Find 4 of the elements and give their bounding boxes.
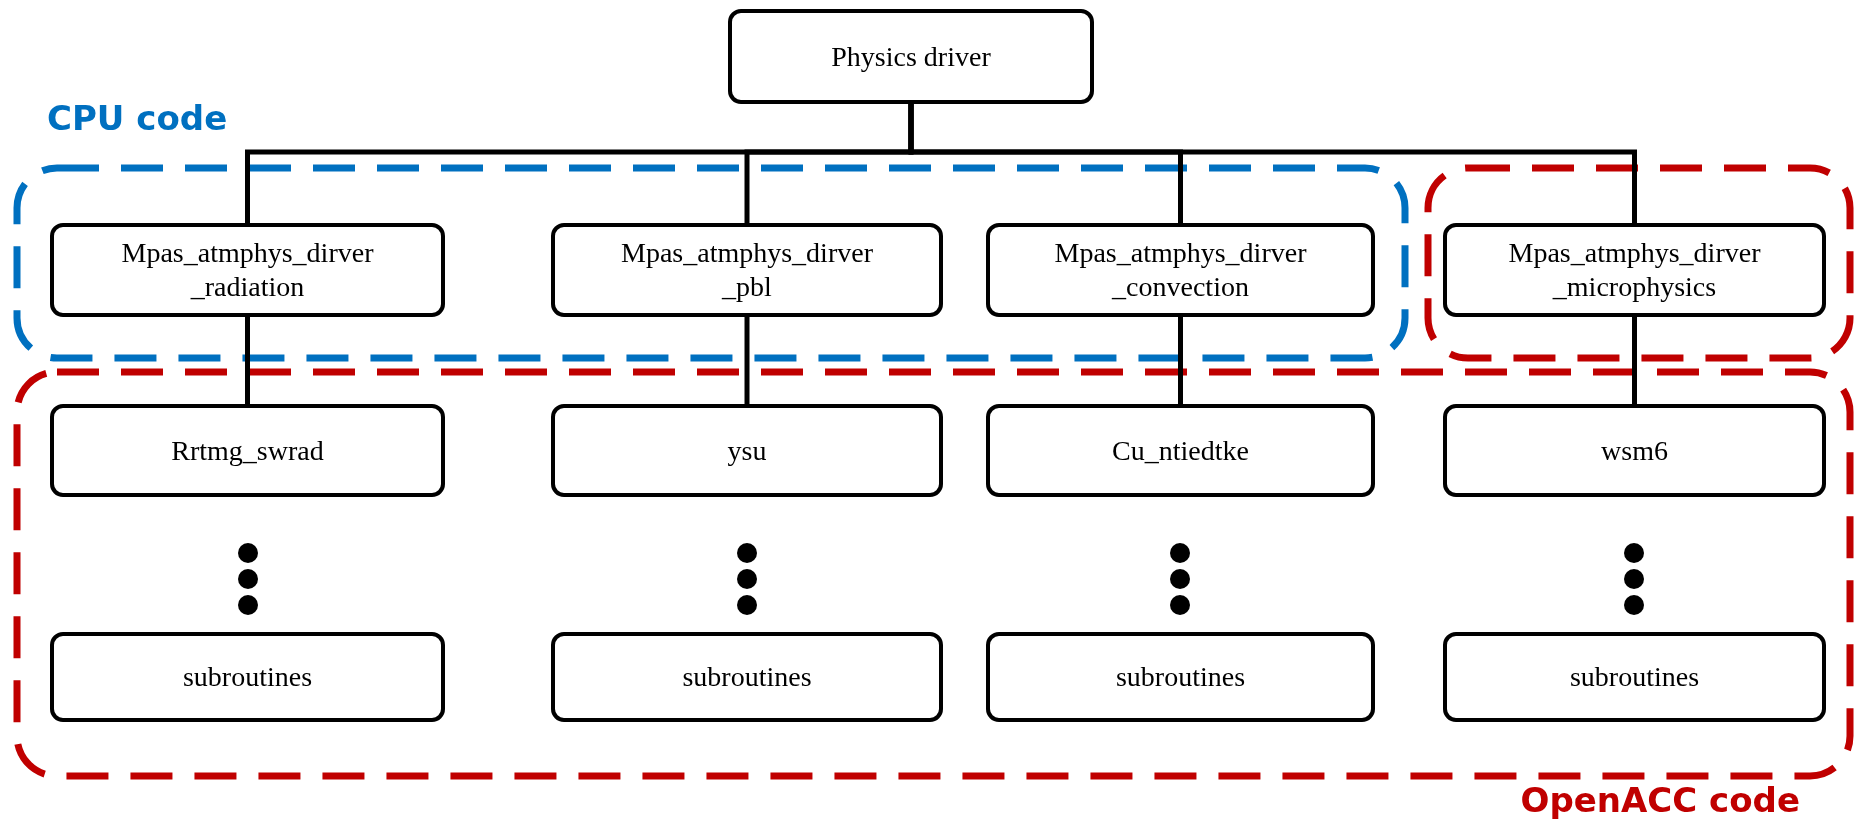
region-label: CPU code (47, 98, 228, 138)
region-label: OpenACC code (1520, 780, 1800, 820)
process-box (728, 9, 1094, 104)
box-label: Physics driver (831, 39, 991, 74)
